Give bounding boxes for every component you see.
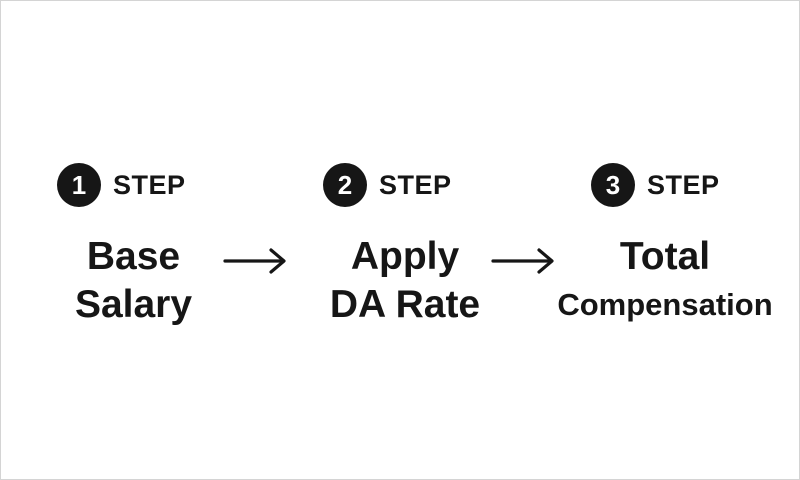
step-1-title-line2: Salary bbox=[74, 283, 193, 326]
step-1-title-line1: Base bbox=[86, 235, 181, 278]
right-arrow-icon bbox=[491, 248, 554, 274]
step-3-header: 3 STEP bbox=[591, 163, 720, 207]
right-arrow-icon bbox=[223, 248, 286, 274]
step-2-title-line2: DA Rate bbox=[329, 283, 481, 326]
step-3-title: Total Compensation bbox=[539, 233, 791, 329]
step-1-header: 1 STEP bbox=[57, 163, 186, 207]
step-3-title-line2: Compensation bbox=[557, 287, 773, 322]
step-2-title: Apply DA Rate bbox=[319, 233, 491, 329]
step-2-title-line1: Apply bbox=[350, 235, 460, 278]
step-1-step-label: STEP bbox=[113, 169, 186, 200]
step-1-number-badge: 1 bbox=[57, 163, 101, 207]
step-2-header: 2 STEP bbox=[323, 163, 452, 207]
step-1-title: Base Salary bbox=[61, 233, 206, 329]
step-3-step-label: STEP bbox=[647, 169, 720, 200]
step-3-title-line1: Total bbox=[619, 235, 711, 278]
step-2-number-badge: 2 bbox=[323, 163, 367, 207]
step-2-step-label: STEP bbox=[379, 169, 452, 200]
step-3-number-badge: 3 bbox=[591, 163, 635, 207]
